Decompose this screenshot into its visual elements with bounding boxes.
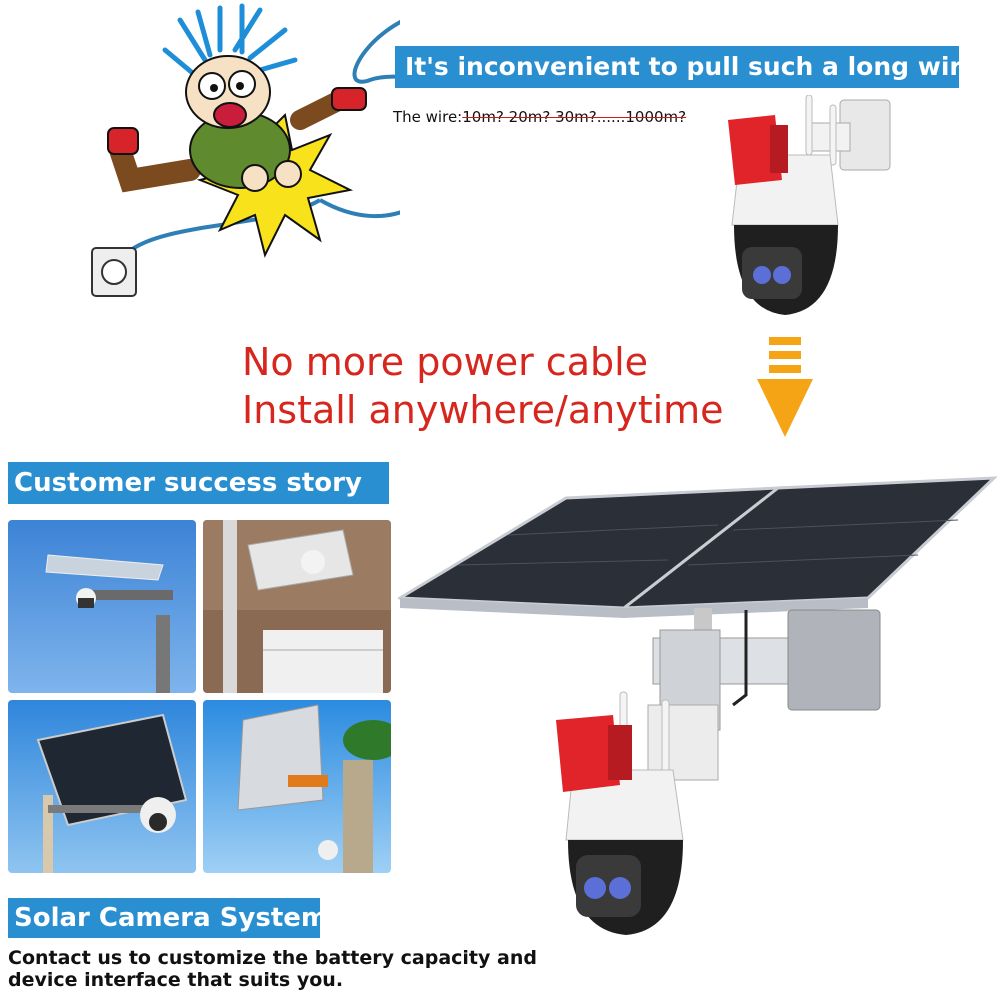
wire-caption-lengths: 10m? 20m? 30m?......1000m? (462, 108, 687, 126)
inconvenient-wire-banner: It's inconvenient to pull such a long wi… (395, 46, 988, 88)
solar-camera-system-banner: Solar Camera System (8, 898, 328, 938)
headline-no-power-cable: No more power cable (242, 340, 649, 384)
electrocuted-man-illustration (91, 3, 400, 297)
down-arrow-icon (757, 337, 813, 437)
customer-photo-panel-mast (8, 700, 196, 873)
contact-customize-text: Contact us to customize the battery capa… (8, 947, 537, 991)
customer-photo-wall-camera (203, 520, 391, 693)
wire-caption-prefix: The wire: (393, 108, 463, 126)
headline-install-anywhere: Install anywhere/anytime (242, 388, 724, 432)
wire-length-caption: The wire:10m? 20m? 30m?......1000m? (393, 108, 686, 126)
customer-photo-pole-camera (8, 520, 196, 693)
ptz-camera-small (728, 95, 891, 315)
customer-success-story-banner: Customer success story (8, 462, 389, 504)
solar-camera-system-product (398, 476, 998, 935)
customer-photo-palm-tree (203, 700, 391, 873)
